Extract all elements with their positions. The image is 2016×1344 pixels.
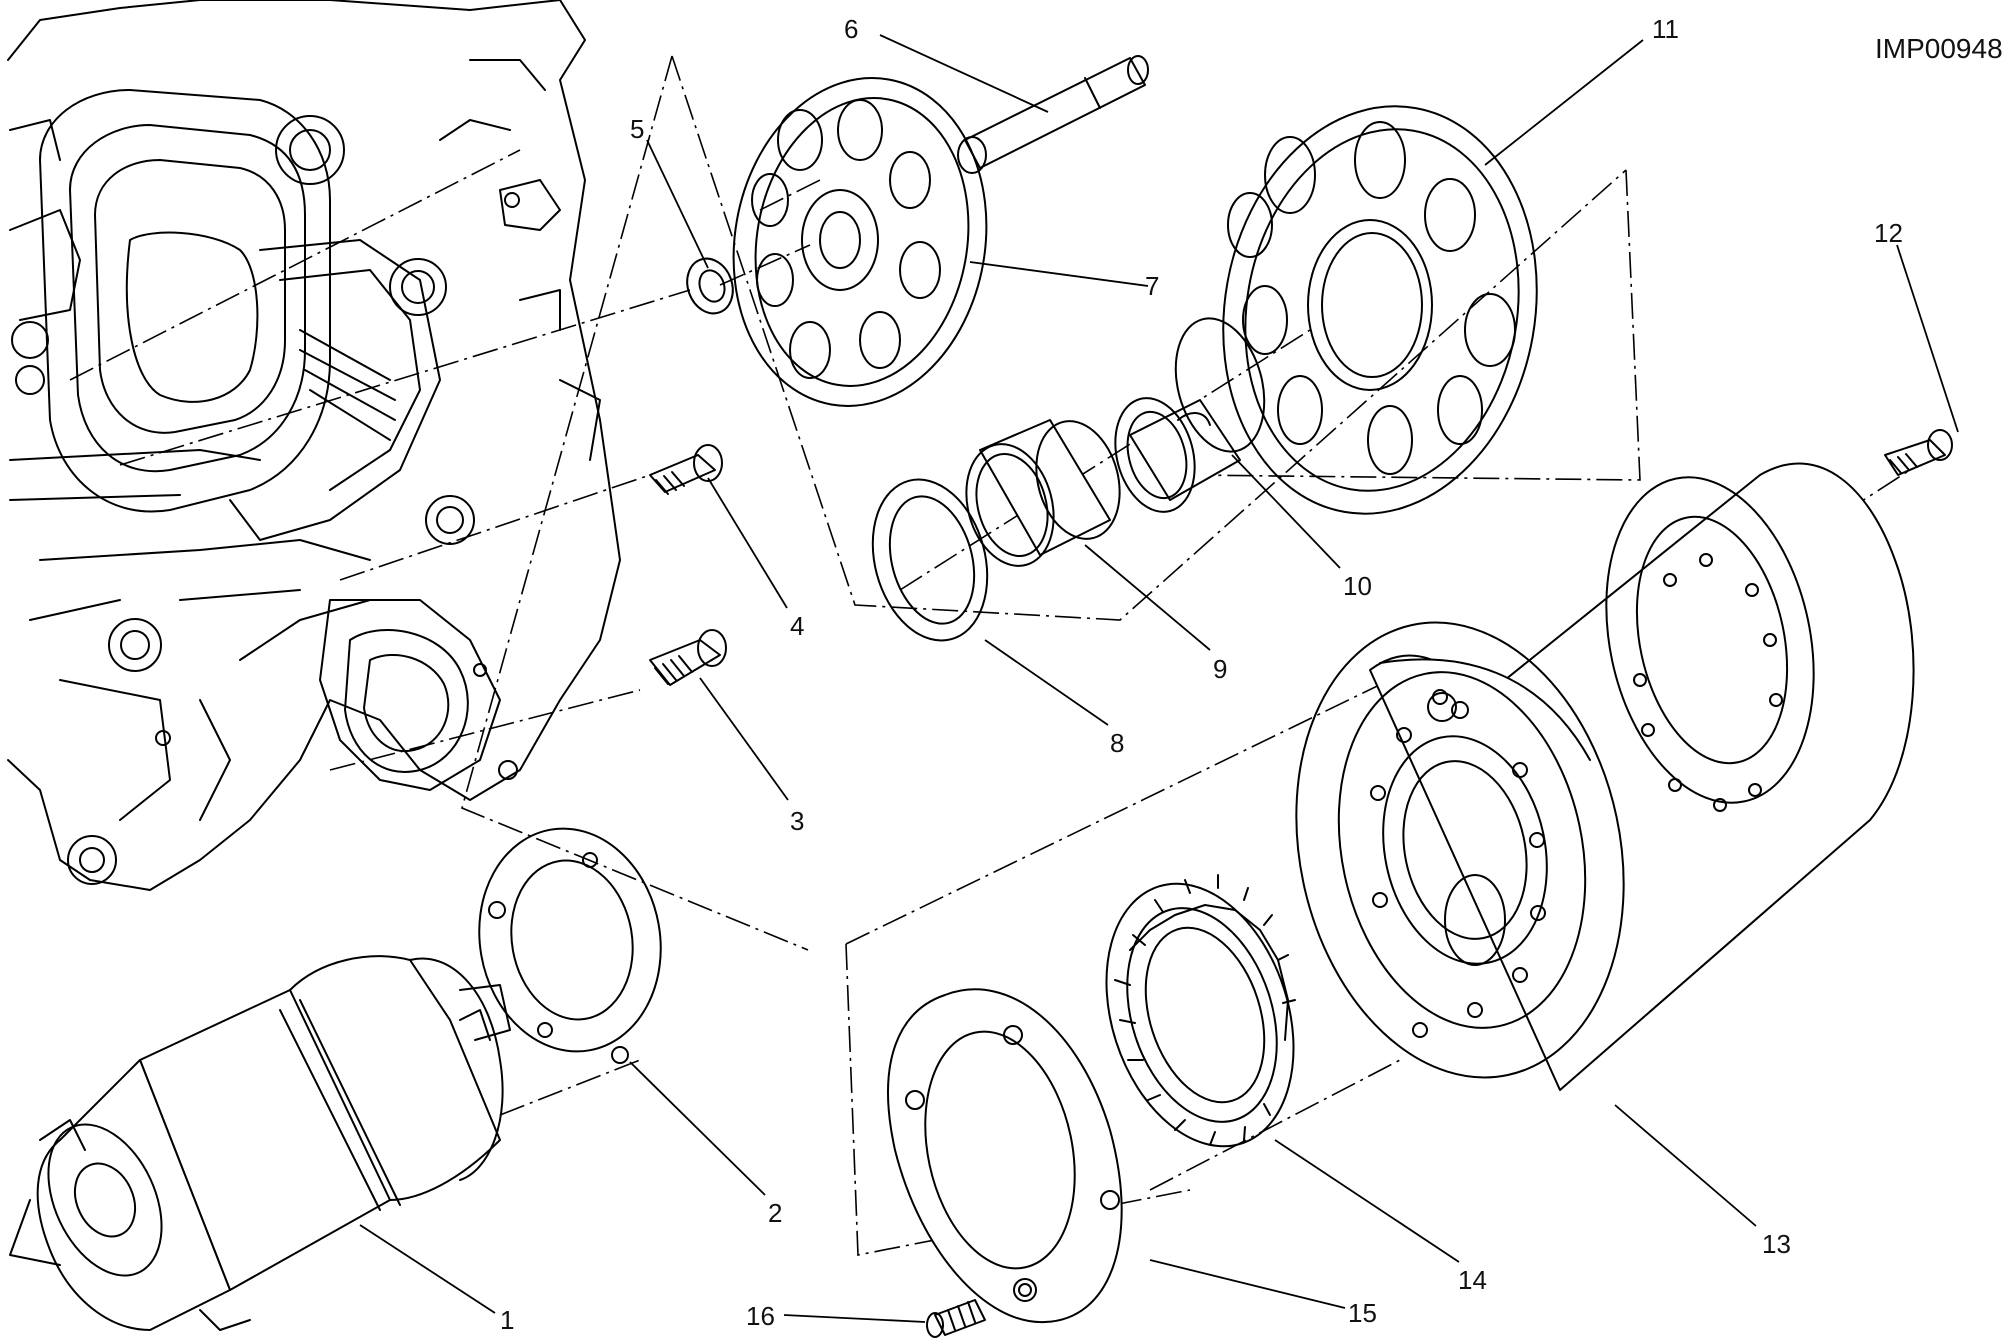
shaft-6 [957, 55, 1149, 174]
cover-plate [887, 988, 1123, 1324]
callout-labels: 6 5 7 11 12 4 3 10 9 8 2 1 13 14 15 16 [500, 14, 1903, 1335]
callout-11: 11 [1652, 14, 1679, 44]
callout-6: 6 [844, 14, 858, 44]
callout-4: 4 [790, 611, 804, 641]
callout-15: 15 [1348, 1298, 1377, 1328]
callout-9: 9 [1213, 654, 1227, 684]
callout-5: 5 [630, 114, 644, 144]
callout-12: 12 [1874, 218, 1903, 248]
shim-8 [871, 478, 989, 642]
gasket [478, 827, 662, 1064]
callout-10: 10 [1343, 571, 1372, 601]
callout-7: 7 [1145, 271, 1159, 301]
screw-16 [926, 1299, 986, 1338]
callout-14: 14 [1458, 1265, 1487, 1295]
large-gear-11 [1222, 105, 1538, 515]
washer-5 [686, 257, 734, 315]
screw-3 [649, 629, 727, 686]
starter-motor [9, 955, 511, 1331]
callout-3: 3 [790, 806, 804, 836]
callout-2: 2 [768, 1198, 782, 1228]
one-way-clutch [1105, 874, 1296, 1148]
flywheel-rotor [1295, 462, 1915, 1091]
leader-lines [359, 34, 1959, 1323]
intermediate-gear [732, 77, 988, 407]
screw-4 [649, 444, 723, 495]
callout-8: 8 [1110, 728, 1124, 758]
bushing-9 [965, 419, 1121, 567]
screw-12 [1884, 429, 1953, 476]
callout-16: 16 [746, 1301, 775, 1331]
callout-13: 13 [1762, 1229, 1791, 1259]
callout-1: 1 [500, 1305, 514, 1335]
drawing-code: IMP00948 [1875, 33, 2003, 64]
hub-sleeve-10 [1114, 317, 1266, 513]
crankcase-housing [7, 0, 621, 891]
